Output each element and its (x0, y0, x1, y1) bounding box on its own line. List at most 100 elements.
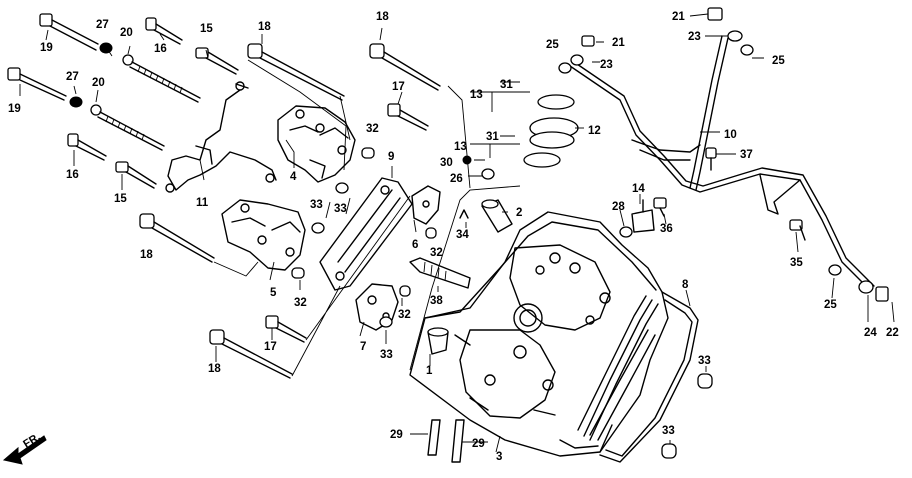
rocker-arm-holder-4 (277, 105, 356, 183)
part-callout-20: 20 (92, 77, 105, 89)
bolt-16-upper (145, 17, 183, 45)
washer-27-lower (69, 96, 83, 108)
part-callout-33: 33 (662, 425, 675, 437)
part-callout-20: 20 (120, 27, 133, 39)
washer-27-upper (99, 42, 113, 54)
part-callout-33: 33 (380, 349, 393, 361)
washer-25-b (558, 62, 572, 74)
part-callout-9: 9 (388, 151, 394, 163)
part-callout-13: 13 (470, 89, 483, 101)
part-callout-29: 29 (472, 438, 485, 450)
bolt-15-upper (195, 47, 239, 75)
part-callout-31: 31 (500, 79, 513, 91)
part-callout-13: 13 (454, 141, 467, 153)
leader-lines (19, 13, 895, 453)
part-callout-33: 33 (334, 203, 347, 215)
o-ring-33-a (311, 222, 325, 234)
part-callout-32: 32 (366, 123, 379, 135)
bolt-18-d (209, 329, 293, 379)
stud-20-upper (122, 54, 201, 103)
part-callout-23: 23 (688, 31, 701, 43)
part-callout-1: 1 (426, 365, 433, 377)
part-callout-16: 16 (154, 43, 167, 55)
bolt-17-lower (265, 315, 307, 343)
washer-23-lower (570, 54, 584, 66)
part-callout-30: 30 (440, 157, 453, 169)
head-cover-gasket (577, 291, 699, 463)
part-callout-8: 8 (682, 279, 689, 291)
part-callout-19: 19 (40, 42, 53, 54)
oil-pipe-10 (569, 35, 875, 291)
dowel-pin-32-c (291, 267, 305, 279)
clip-34 (459, 209, 469, 219)
part-callout-7: 7 (360, 341, 366, 353)
bolt-17-upper (387, 103, 429, 131)
part-callout-32: 32 (294, 297, 307, 309)
o-ring-33-b (335, 182, 349, 194)
part-callout-36: 36 (660, 223, 673, 235)
part-callout-27: 27 (96, 19, 109, 31)
o-ring-33-c (379, 316, 393, 328)
part-callout-28: 28 (612, 201, 625, 213)
part-callout-5: 5 (270, 287, 277, 299)
part-callout-38: 38 (430, 295, 443, 307)
joint-bolt-14 (631, 199, 655, 233)
bolt-36 (653, 197, 667, 217)
part-callout-15: 15 (200, 23, 213, 35)
washer-24 (858, 280, 874, 294)
spark-plug-38 (409, 257, 471, 289)
part-callout-18: 18 (140, 249, 153, 261)
intake-joint-12 (529, 117, 579, 149)
rocker-arm-holder-6 (411, 185, 441, 225)
part-callout-35: 35 (790, 257, 803, 269)
rocker-arm-holder-5 (221, 199, 306, 271)
part-callout-26: 26 (450, 173, 463, 185)
part-callout-19: 19 (8, 103, 21, 115)
part-callout-25: 25 (824, 299, 837, 311)
bolt-35 (789, 219, 806, 241)
part-callout-37: 37 (740, 149, 753, 161)
band-31-upper (537, 94, 575, 110)
part-callout-27: 27 (66, 71, 79, 83)
washer-25-c (828, 264, 842, 276)
part-callout-2: 2 (516, 207, 522, 219)
bracket-11 (165, 81, 277, 193)
part-callout-32: 32 (430, 247, 443, 259)
part-callout-16: 16 (66, 169, 79, 181)
bolt-37 (705, 147, 717, 171)
bolt-18-b (369, 43, 441, 91)
dowel-pin-32-b (425, 227, 437, 239)
stud-29-b (451, 419, 465, 463)
stud-20-lower (90, 104, 165, 151)
part-callout-6: 6 (412, 239, 418, 251)
stud-29-a (427, 419, 441, 456)
part-callout-14: 14 (632, 183, 645, 195)
part-callout-11: 11 (196, 197, 209, 209)
part-callout-17: 17 (392, 81, 405, 93)
bolt-21-upper (707, 7, 723, 21)
dowel-pin-32-a (361, 147, 375, 159)
bolt-22 (875, 286, 889, 302)
bolt-19-lower (7, 67, 67, 101)
part-callout-21: 21 (612, 37, 625, 49)
part-callout-31: 31 (486, 131, 499, 143)
part-callout-22: 22 (886, 327, 899, 339)
bolt-18-a (247, 43, 345, 101)
part-callout-18: 18 (258, 21, 271, 33)
part-callout-18: 18 (376, 11, 389, 23)
part-callout-17: 17 (264, 341, 277, 353)
part-callout-15: 15 (114, 193, 127, 205)
nut-26 (481, 168, 495, 180)
part-callout-10: 10 (724, 129, 737, 141)
part-callout-25: 25 (546, 39, 559, 51)
o-ring-28 (619, 226, 633, 238)
bolt-18-c (139, 213, 215, 263)
part-callout-33: 33 (310, 199, 323, 211)
valve-guide-1 (427, 327, 449, 355)
part-callout-18: 18 (208, 363, 221, 375)
rocker-shaft-holder-9 (319, 177, 413, 291)
washer-25-a (740, 44, 754, 56)
dowel-pin-32-d (399, 285, 411, 297)
